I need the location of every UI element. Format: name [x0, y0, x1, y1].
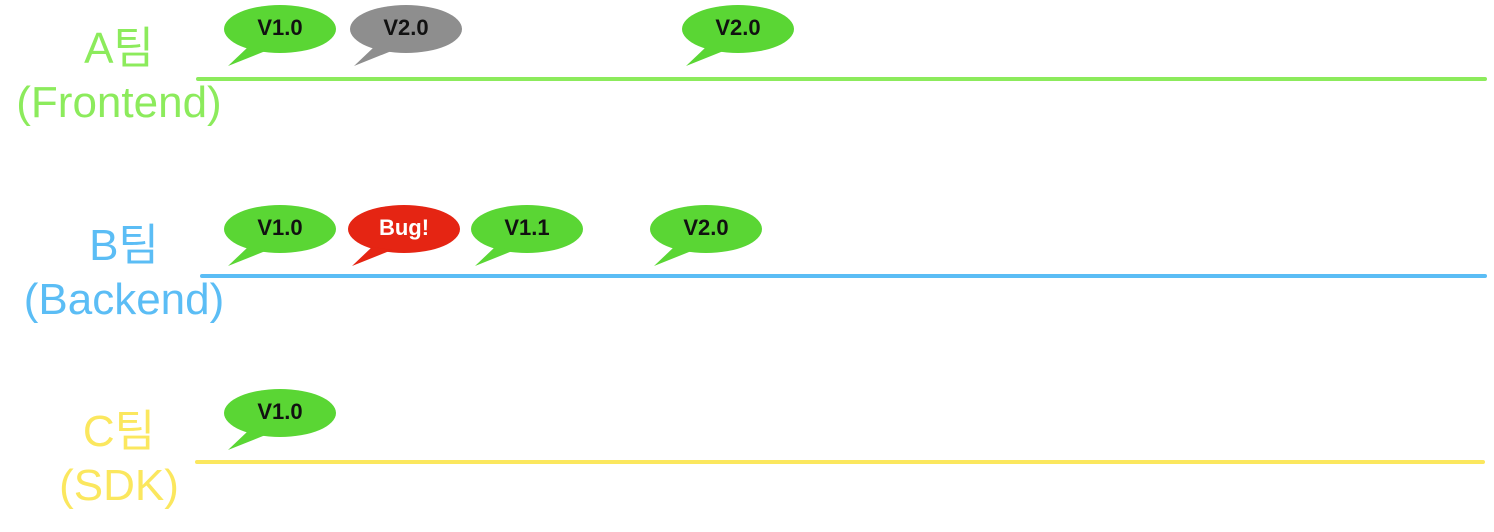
- bubble-label: V1.0: [257, 399, 303, 424]
- team-b-subtitle: (Backend): [23, 275, 225, 324]
- speech-bubble: V1.1: [471, 205, 583, 266]
- bubble-label: V2.0: [383, 15, 429, 40]
- team-b-timeline: [200, 274, 1487, 278]
- team-a-timeline: [196, 77, 1487, 81]
- bubble-label: V2.0: [715, 15, 761, 40]
- team-a-name: A팀: [84, 24, 154, 73]
- speech-bubble: V2.0: [350, 5, 462, 66]
- bubble-label: V1.0: [257, 15, 303, 40]
- team-b-label: B팀 (Backend): [0, 219, 248, 327]
- bubble-label: V2.0: [683, 215, 729, 240]
- bubble-label: Bug!: [378, 215, 430, 240]
- team-c-timeline: [195, 460, 1485, 464]
- team-c-subtitle: (SDK): [59, 461, 179, 510]
- speech-bubble: V1.0: [224, 389, 336, 450]
- bubble-label: V1.1: [504, 215, 550, 240]
- speech-bubble: V2.0: [650, 205, 762, 266]
- speech-bubble: V1.0: [224, 5, 336, 66]
- speech-bubble: Bug!: [348, 205, 460, 266]
- speech-bubble: V1.0: [224, 205, 336, 266]
- speech-bubble: V2.0: [682, 5, 794, 66]
- team-b-name: B팀: [89, 221, 159, 270]
- team-a-label: A팀 (Frontend): [0, 22, 238, 130]
- team-c-label: C팀 (SDK): [0, 405, 238, 513]
- bubble-label: V1.0: [257, 215, 303, 240]
- team-c-name: C팀: [82, 407, 156, 456]
- team-a-subtitle: (Frontend): [16, 78, 222, 127]
